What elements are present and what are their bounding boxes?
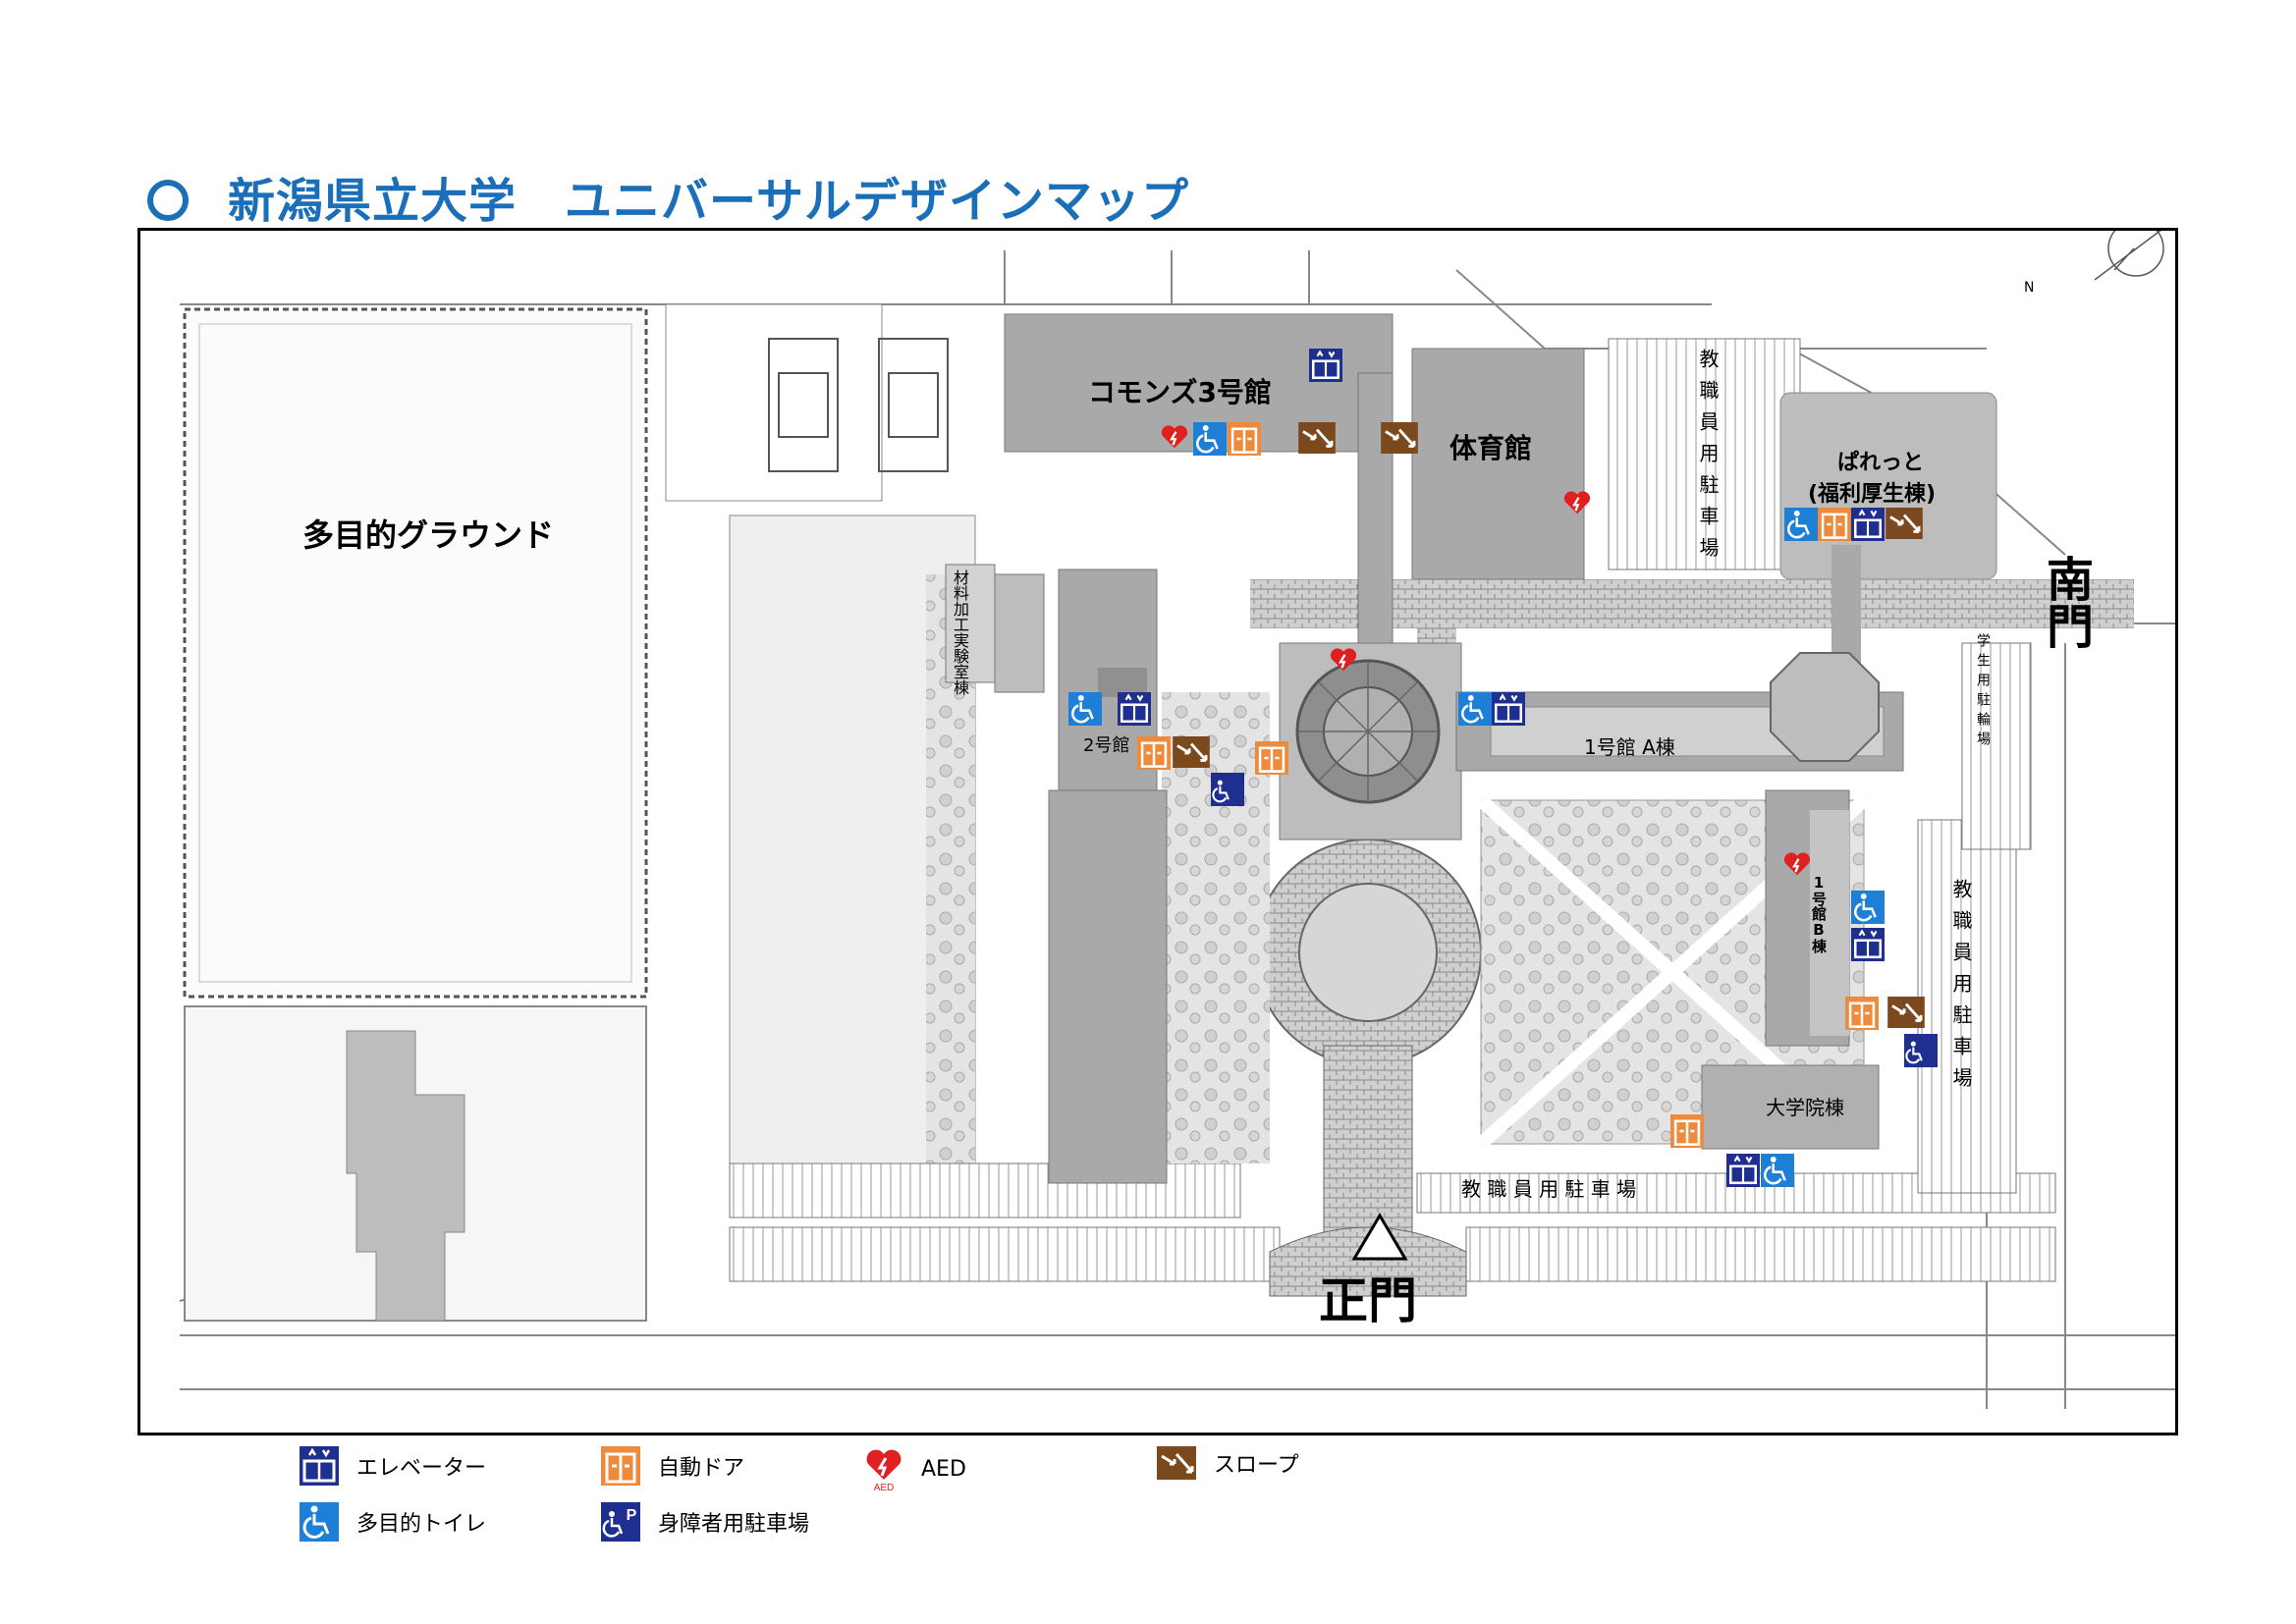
north-label: N bbox=[2024, 280, 2035, 296]
elevator-icon bbox=[1851, 508, 1888, 545]
elevator-icon bbox=[1726, 1154, 1764, 1191]
aed-icon bbox=[1562, 488, 1600, 525]
legend-slope: スロープ bbox=[1157, 1446, 1299, 1480]
slope-icon bbox=[1886, 997, 1925, 1034]
parking-letter: P bbox=[627, 1507, 637, 1524]
slope-icon bbox=[1885, 508, 1923, 545]
legend-slope-label: スロープ bbox=[1214, 1453, 1299, 1478]
parette-label: ぱれっと bbox=[1837, 451, 1925, 475]
slope-icon bbox=[1172, 736, 1210, 774]
gym-label: 体育館 bbox=[1449, 432, 1533, 464]
title-circle-mark bbox=[147, 180, 189, 221]
slope-icon bbox=[1380, 422, 1418, 460]
staff-parking-bottom-label: 教 職 員 用 駐 車 場 bbox=[1461, 1177, 1637, 1201]
aed-icon: AED bbox=[866, 1449, 902, 1491]
staff-parking-top-label: 教職員用駐車場 bbox=[1696, 349, 1720, 568]
building1b-label: 1号館B棟 bbox=[1810, 874, 1828, 953]
accessible-toilet-icon bbox=[1784, 508, 1822, 545]
auto-door-icon bbox=[1845, 997, 1883, 1034]
legend-auto-door: 自動ドア bbox=[601, 1446, 744, 1486]
materials-lab-label: 材料加工実験室棟 bbox=[951, 569, 969, 695]
elevator-icon bbox=[1309, 349, 1346, 386]
building2-label: 2号館 bbox=[1083, 735, 1130, 756]
map-base bbox=[179, 250, 2175, 1409]
accessible-toilet-icon bbox=[1068, 692, 1106, 730]
campus-map[interactable]: 多目的グラウンド コモンズ3号館 体育館 ぱれっと (福利厚生棟) 材料加工実験… bbox=[137, 228, 2178, 1435]
auto-door-icon bbox=[1670, 1114, 1708, 1152]
auto-door-icon bbox=[601, 1446, 640, 1486]
legend-disabled-parking-label: 身障者用駐車場 bbox=[658, 1512, 810, 1537]
north-arrow-icon bbox=[2094, 231, 2164, 281]
ground-label: 多目的グラウンド bbox=[302, 516, 555, 554]
slope-icon bbox=[1157, 1446, 1196, 1480]
page-title: 新潟県立大学 ユニバーサルデザインマップ bbox=[147, 162, 1189, 231]
legend-aed-label: AED bbox=[921, 1456, 966, 1482]
elevator-icon bbox=[300, 1446, 339, 1486]
elevator-icon bbox=[1118, 692, 1155, 730]
legend-disabled-parking: P 身障者用駐車場 bbox=[601, 1502, 809, 1542]
auto-door-icon bbox=[1137, 736, 1175, 774]
aed-icon bbox=[1329, 645, 1366, 682]
south-gate-label: 南門 bbox=[2038, 555, 2093, 649]
accessible-toilet-icon bbox=[1851, 891, 1888, 928]
aed-icon bbox=[1782, 849, 1820, 887]
building1a-label: 1号館 A棟 bbox=[1584, 735, 1675, 759]
commons3-label: コモンズ3号館 bbox=[1088, 376, 1272, 408]
slope-icon bbox=[1297, 422, 1336, 460]
aed-badge-text: AED bbox=[874, 1483, 895, 1491]
legend-aed: AED AED bbox=[864, 1446, 966, 1491]
student-bike-label: 学生用駐輪場 bbox=[1975, 633, 1991, 751]
legend-elevator: エレベーター bbox=[300, 1446, 486, 1486]
legend-toilet: 多目的トイレ bbox=[300, 1502, 486, 1542]
disabled-parking-icon bbox=[1904, 1034, 1941, 1071]
aed-icon bbox=[1160, 422, 1197, 460]
elevator-icon bbox=[1851, 928, 1888, 965]
parette-sub-label: (福利厚生棟) bbox=[1808, 482, 1937, 507]
auto-door-icon bbox=[1255, 741, 1292, 779]
legend-elevator-label: エレベーター bbox=[356, 1456, 487, 1481]
disabled-parking-icon: P bbox=[601, 1502, 640, 1542]
auto-door-icon bbox=[1228, 422, 1265, 460]
accessible-toilet-icon bbox=[1458, 692, 1496, 730]
elevator-icon bbox=[1492, 692, 1529, 730]
main-gate-label: 正門 bbox=[1319, 1272, 1417, 1329]
legend-toilet-label: 多目的トイレ bbox=[356, 1512, 487, 1537]
main-gate-triangle-icon bbox=[1351, 1213, 1408, 1261]
accessible-toilet-icon bbox=[300, 1502, 339, 1542]
staff-parking-right-label: 教職員用駐車場 bbox=[1949, 879, 1973, 1099]
accessible-toilet-icon bbox=[1761, 1154, 1798, 1191]
accessible-toilet-icon bbox=[1193, 422, 1230, 460]
disabled-parking-icon bbox=[1211, 773, 1248, 810]
auto-door-icon bbox=[1818, 508, 1855, 545]
legend-auto-door-label: 自動ドア bbox=[658, 1456, 745, 1481]
title-text: 新潟県立大学 ユニバーサルデザインマップ bbox=[228, 174, 1190, 229]
graduate-label: 大学院棟 bbox=[1766, 1096, 1844, 1119]
